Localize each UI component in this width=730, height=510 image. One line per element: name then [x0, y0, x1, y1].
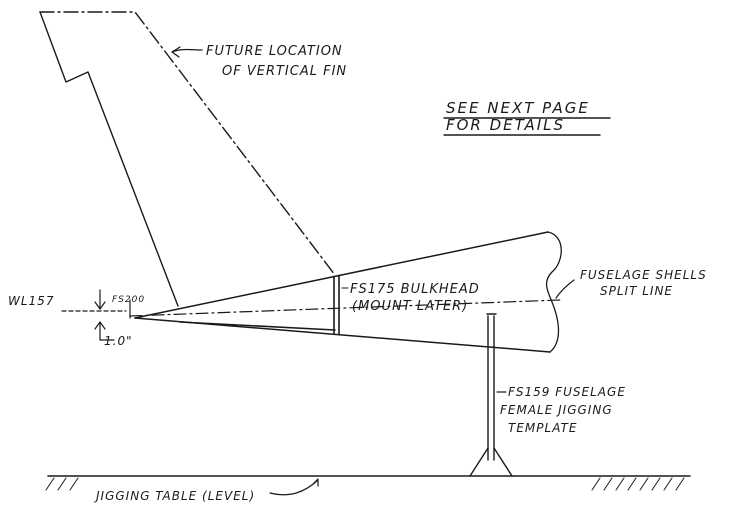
fin-callout-line1: FUTURE LOCATION [206, 44, 343, 59]
table-label: JIGGING TABLE (LEVEL) [94, 489, 255, 503]
fuselage-tail-cone [134, 231, 562, 353]
fin-callout-leader [171, 46, 203, 58]
shells-callout-leader [555, 279, 575, 299]
template-line3: TEMPLATE [508, 421, 577, 435]
template-line1: FS159 FUSELAGE [508, 385, 626, 399]
jigging-template-stand [469, 313, 513, 477]
fin-callout-line2: OF VERTICAL FIN [222, 64, 347, 79]
fs175-bulkhead [333, 275, 349, 335]
template-line2: FEMALE JIGGING [500, 403, 613, 417]
see-next-line2: FOR DETAILS [446, 116, 565, 134]
shells-line2: SPLIT LINE [600, 284, 673, 298]
waterline-reference [61, 289, 131, 341]
split-line [129, 299, 561, 331]
fs200-label: FS200 [112, 295, 145, 305]
see-next-line1: SEE NEXT PAGE [446, 99, 590, 117]
dim-label: 1.0" [104, 334, 133, 348]
bulkhead-line2: (MOUNT LATER) [352, 299, 468, 314]
bulkhead-line1: FS175 BULKHEAD [350, 282, 480, 297]
vertical-fin-outline [39, 11, 336, 307]
shells-line1: FUSELAGE SHELLS [580, 268, 707, 282]
wl-label: WL157 [8, 294, 54, 308]
jigging-table [45, 475, 691, 496]
